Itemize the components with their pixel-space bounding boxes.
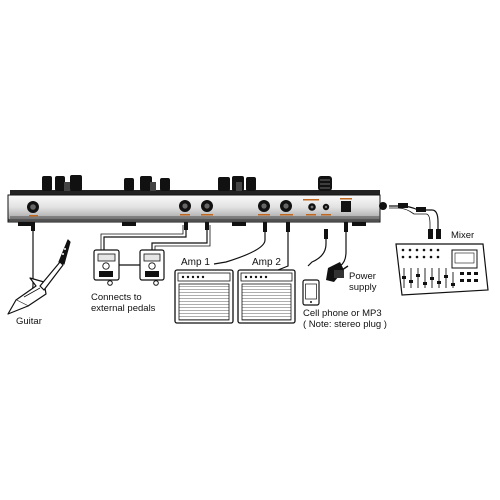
expression-pedal-icon: [318, 176, 332, 191]
amp-2-icon: [237, 269, 296, 324]
main-unit: [7, 175, 387, 226]
power-label-line2: supply: [349, 282, 377, 293]
guitar-cable: [28, 225, 34, 297]
power-jack[interactable]: [341, 201, 351, 212]
amp1-cable: [213, 226, 266, 265]
amp-1-label: Amp 1: [181, 257, 210, 268]
external-pedal-1-icon: [93, 249, 120, 286]
phone-label-line2: ( Note: stereo plug ): [303, 319, 387, 330]
amp2-cable: [277, 226, 289, 271]
power-label-line1: Power: [349, 271, 376, 282]
power-supply-icon: [326, 262, 349, 282]
return-cable: [151, 225, 208, 252]
amp-1-icon: [174, 269, 234, 324]
external-pedal-2-icon: [139, 249, 165, 286]
guitar-label: Guitar: [16, 316, 42, 327]
mixer-label: Mixer: [451, 230, 475, 241]
cell-phone-icon: [302, 279, 320, 306]
front-jacks: [27, 200, 387, 213]
phone-label-line1: Cell phone or MP3: [303, 308, 382, 319]
guitar-icon: [7, 239, 71, 315]
panel-legends: [29, 198, 352, 217]
plugs: [31, 203, 441, 239]
top-knobs: [42, 175, 256, 191]
send-cable: [103, 225, 187, 252]
usb-port[interactable]: [379, 202, 387, 210]
amp-2-label: Amp 2: [252, 257, 281, 268]
aux-cable: [307, 229, 327, 267]
pedals-label-line1: Connects to: [91, 292, 142, 303]
pedals-label-line2: external pedals: [91, 303, 156, 314]
mixer-icon: [395, 243, 489, 296]
